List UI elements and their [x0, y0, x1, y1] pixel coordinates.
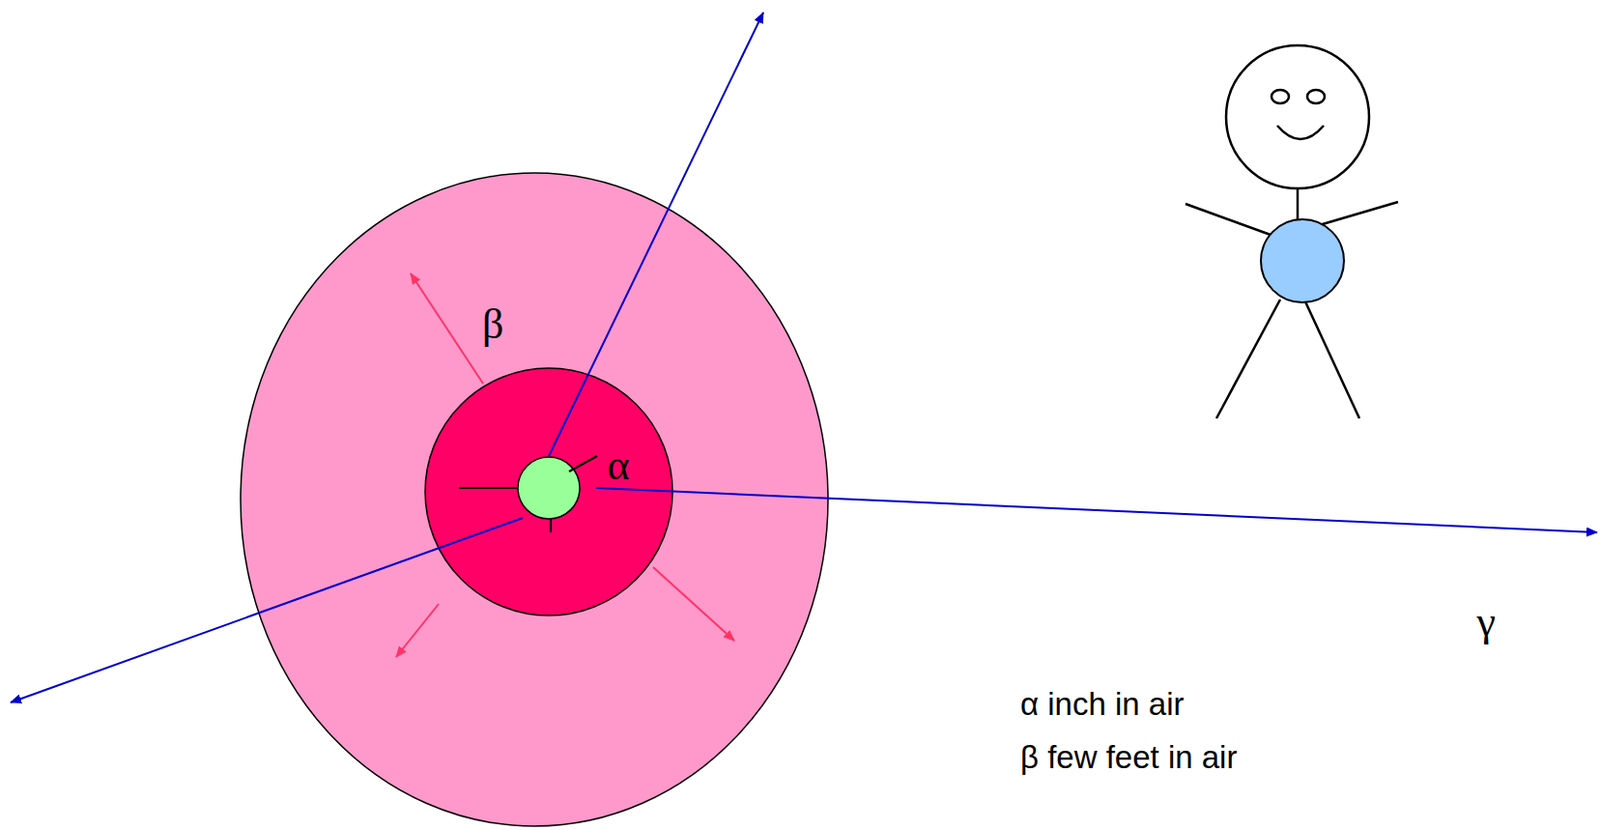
stick-figure [1185, 45, 1399, 419]
figure-body [1260, 219, 1344, 303]
alpha-track [549, 518, 552, 533]
beta-arrow [410, 273, 484, 384]
figure-leg [1304, 299, 1360, 419]
gamma-ray [10, 517, 523, 703]
gamma-ray [548, 12, 764, 457]
figure-eye [1307, 89, 1325, 104]
beta-label: β [482, 303, 504, 346]
gamma-label: γ [1477, 600, 1496, 644]
source-circle [517, 457, 580, 519]
figure-head [1226, 45, 1370, 189]
figure-arm [1185, 203, 1271, 235]
figure-neck [1296, 188, 1300, 223]
alpha-track [569, 456, 598, 472]
beta-arrow [653, 567, 735, 641]
beta-range-ellipse [240, 172, 829, 827]
figure-eye [1271, 89, 1289, 104]
range-note: α inch in air [1020, 687, 1184, 720]
alpha-track [458, 486, 518, 489]
figure-smile [1277, 125, 1324, 140]
alpha-label: α [607, 444, 630, 487]
figure-leg [1216, 299, 1281, 419]
figure-arm [1315, 201, 1399, 227]
gamma-ray [596, 487, 1598, 533]
range-note: β few feet in air [1020, 741, 1237, 773]
beta-arrow [396, 603, 439, 658]
alpha-range-circle [425, 368, 673, 616]
